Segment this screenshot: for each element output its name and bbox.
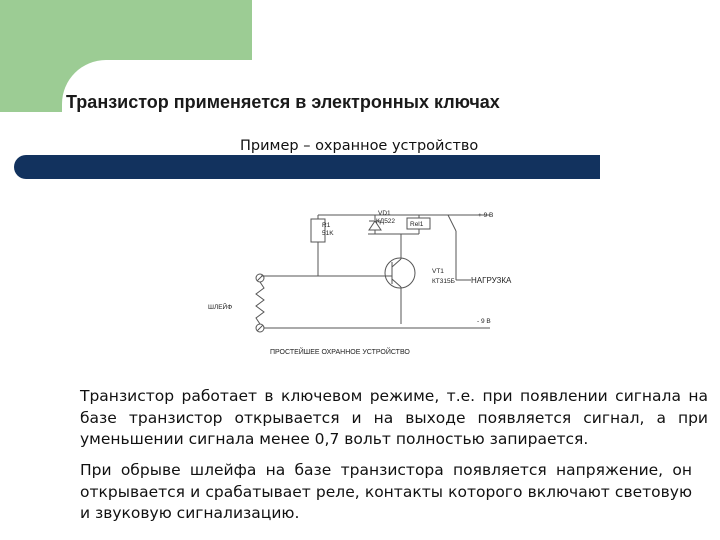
load-label: НАГРУЗКА <box>471 276 512 285</box>
r1-name-label: R1 <box>322 222 331 229</box>
page-title: Транзистор применяется в электронных клю… <box>66 92 500 112</box>
loop-label: ШЛЕЙФ <box>208 302 232 311</box>
paragraph-key-mode: Транзистор работает в ключевом режиме, т… <box>80 387 708 448</box>
loop-wire <box>255 281 265 325</box>
relay-contact <box>447 214 457 232</box>
vd-name-label: VD1 <box>378 210 391 217</box>
content-panel <box>62 60 720 540</box>
plus-supply-label: + 9 В <box>478 212 493 219</box>
circuit-diagram: R1 51K VD1 КД522 Rel1 + 9 В VT1 КТ315Б Н… <box>208 210 512 356</box>
diagram-caption: ПРОСТЕЙШЕЕ ОХРАННОЕ УСТРОЙСТВО <box>270 347 410 356</box>
paragraph-loop-break: При обрыве шлейфа на базе транзистора по… <box>80 461 692 522</box>
page-subtitle: Пример – охранное устройство <box>240 138 479 154</box>
transistor-vt1 <box>384 257 416 289</box>
vd-value-label: КД522 <box>376 218 395 225</box>
vt-value-label: КТ315Б <box>432 278 455 285</box>
divider-bar <box>14 155 600 179</box>
r1-value-label: 51K <box>322 230 334 237</box>
minus-supply-label: - 9 В <box>477 318 491 325</box>
relay-label: Rel1 <box>410 221 424 228</box>
vt-name-label: VT1 <box>432 268 444 275</box>
